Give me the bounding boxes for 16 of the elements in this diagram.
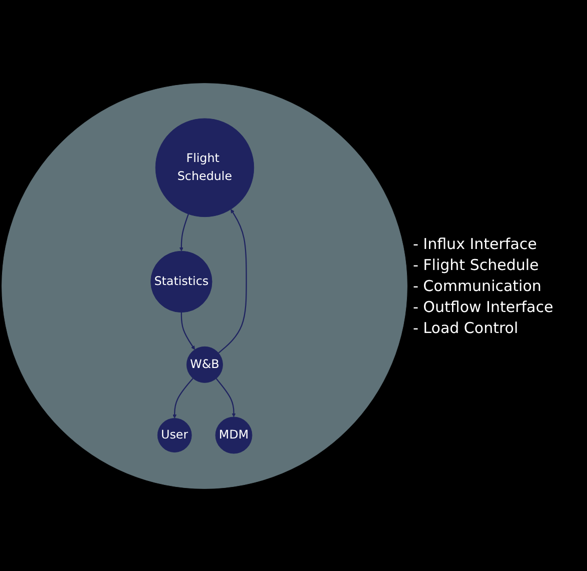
note-text: - Load Control xyxy=(413,318,520,336)
node-circle: Flight Schedule xyxy=(155,118,254,217)
node-circle: User xyxy=(157,418,192,452)
note-text: - Outflow Interface xyxy=(413,298,554,316)
cluster xyxy=(2,82,408,488)
arrow xyxy=(216,378,236,417)
arrow xyxy=(180,312,195,350)
note-text: - Flight Schedule xyxy=(413,256,540,274)
note-text: - Influx Interface xyxy=(413,234,538,252)
node-circle: W&B xyxy=(186,346,223,382)
note-text: - Communication xyxy=(413,276,542,294)
node-circle: MDM xyxy=(215,416,252,454)
arrow xyxy=(179,213,189,251)
arrow xyxy=(172,377,194,418)
node-circle: Statistics xyxy=(150,250,212,312)
arrow xyxy=(218,208,247,353)
